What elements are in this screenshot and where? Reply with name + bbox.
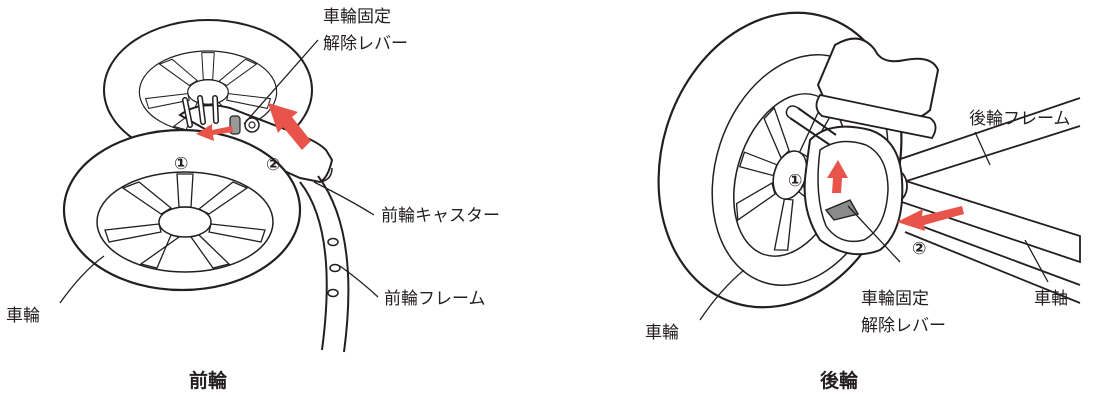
front-step1-label: ① <box>174 154 188 174</box>
rear-frame-label: 後輪フレーム <box>969 109 1071 129</box>
rear-axle-label: 車軸 <box>1034 289 1068 309</box>
rear-lever-label-line1: 車輪固定 <box>861 289 929 309</box>
front-lever-label-line2: 解除レバー <box>323 34 408 54</box>
rear-step2-label: ② <box>912 239 926 259</box>
rear-caption: 後輪 <box>820 369 859 392</box>
front-step1-arrow <box>196 124 233 141</box>
front-caster-label: 前輪キャスター <box>381 206 500 226</box>
front-frame-label: 前輪フレーム <box>384 289 486 309</box>
front-caption: 前輪 <box>189 369 228 392</box>
rear-wheel-label: 車輪 <box>645 323 679 343</box>
rear-lever-label-line2: 解除レバー <box>861 316 946 336</box>
front-wheel-illustration <box>62 19 350 353</box>
front-step2-label: ② <box>266 155 280 175</box>
front-lever-label-line1: 車輪固定 <box>323 7 391 27</box>
rear-step1-arrow <box>827 160 848 193</box>
rear-wheel-illustration <box>657 11 1081 309</box>
front-step2-arrow <box>268 103 311 150</box>
rear-step1-label: ① <box>788 171 802 191</box>
rear-step2-arrow <box>897 206 964 231</box>
front-wheel-label: 車輪 <box>6 306 40 326</box>
